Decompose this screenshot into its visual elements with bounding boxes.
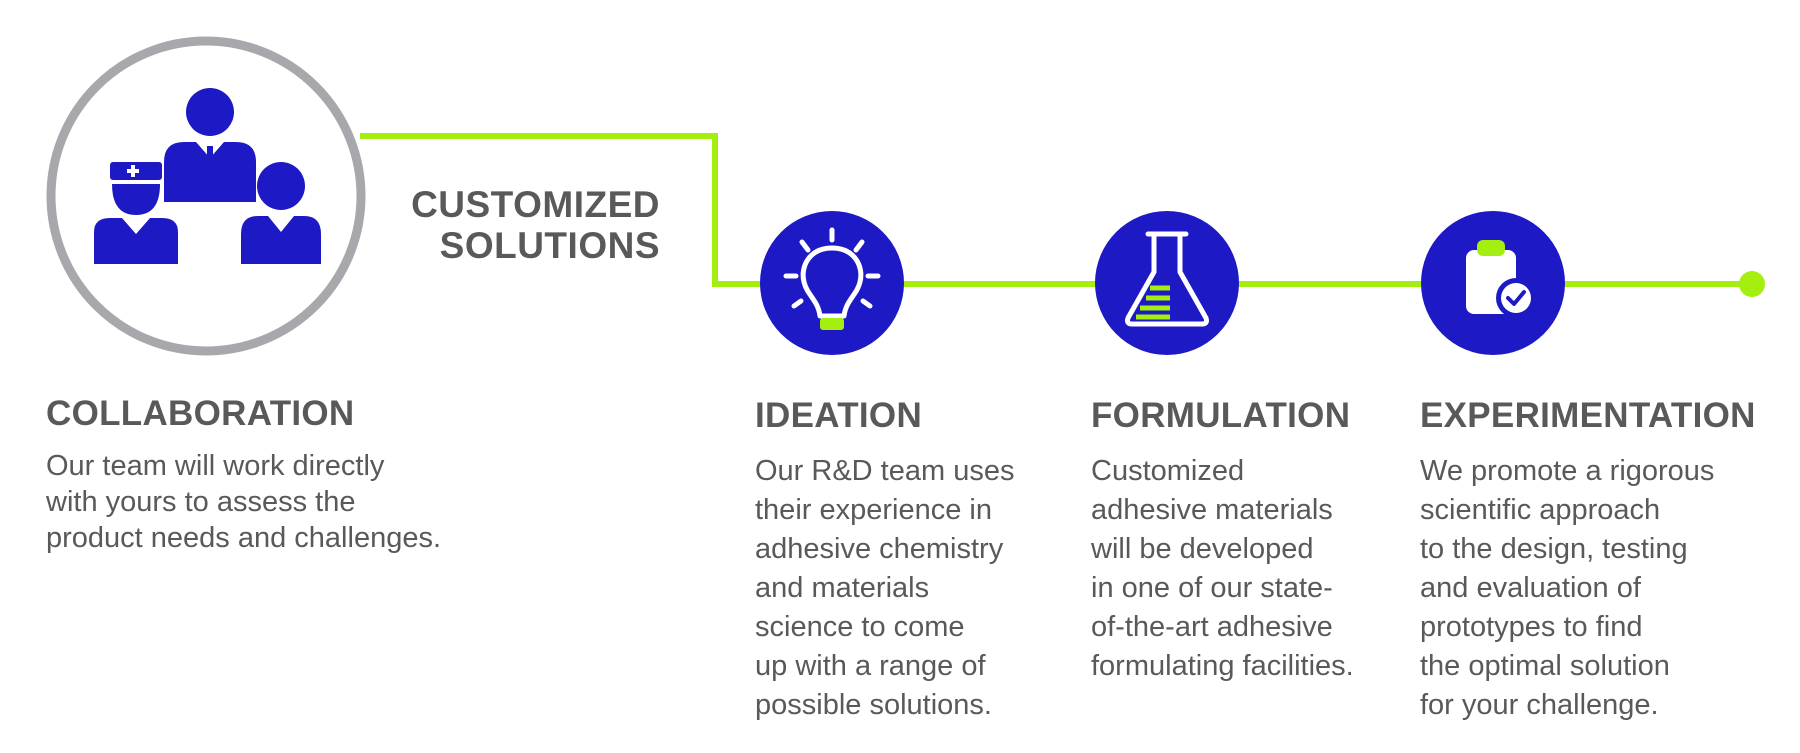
- team-people-icon: [46, 36, 366, 356]
- flask-icon: [1095, 211, 1239, 355]
- clipboard-check-icon: [1421, 211, 1565, 355]
- center-label-line1: CUSTOMIZED: [411, 184, 660, 225]
- experimentation-title: EXPERIMENTATION: [1420, 396, 1756, 435]
- formulation-description: Customized adhesive materials will be de…: [1091, 455, 1354, 682]
- connector-end-dot: [1739, 271, 1765, 297]
- customized-solutions-label: CUSTOMIZED SOLUTIONS: [360, 184, 660, 266]
- collaboration-title: COLLABORATION: [46, 394, 355, 433]
- formulation-title: FORMULATION: [1091, 396, 1351, 435]
- collaboration-description: Our team will work directly with yours t…: [46, 450, 442, 554]
- lightbulb-icon: [760, 211, 904, 355]
- experimentation-description: We promote a rigorous scientific approac…: [1420, 455, 1715, 721]
- ideation-title: IDEATION: [755, 396, 923, 435]
- ideation-description: Our R&D team uses their experience in ad…: [755, 455, 1015, 721]
- center-label-line2: SOLUTIONS: [439, 225, 660, 266]
